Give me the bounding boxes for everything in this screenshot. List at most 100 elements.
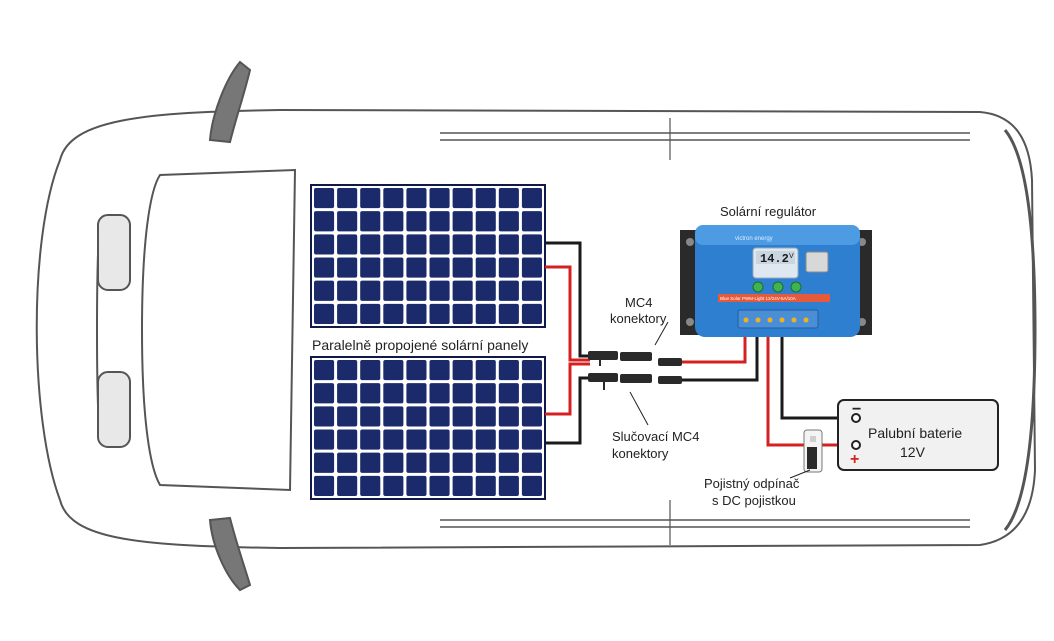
solar-cell xyxy=(429,429,450,450)
solar-cell xyxy=(521,406,542,427)
solar-cell xyxy=(360,234,381,255)
solar-cell xyxy=(314,360,335,381)
solar-cell xyxy=(475,211,496,232)
solar-cell xyxy=(498,257,519,278)
solar-cell xyxy=(383,383,404,404)
solar-cell xyxy=(475,360,496,381)
solar-cell xyxy=(475,475,496,496)
solar-cell xyxy=(406,452,427,473)
panels-label: Paralelně propojené solární panely xyxy=(312,337,528,353)
wire-negative-top xyxy=(545,241,590,358)
solar-cell xyxy=(452,429,473,450)
solar-cell xyxy=(521,234,542,255)
mc4-label-line1: MC4 xyxy=(625,295,652,310)
solar-cell xyxy=(429,234,450,255)
solar-cell xyxy=(337,234,358,255)
solar-cell xyxy=(452,452,473,473)
battery-label-line1: Palubní baterie xyxy=(868,425,962,441)
breaker-label-line1: Pojistný odpínač xyxy=(704,476,800,491)
solar-cell xyxy=(360,383,381,404)
solar-cell xyxy=(452,234,473,255)
solar-cell xyxy=(498,475,519,496)
solar-cell xyxy=(452,406,473,427)
solar-cell xyxy=(383,452,404,473)
solar-cell xyxy=(429,360,450,381)
solar-cell xyxy=(360,475,381,496)
solar-cell xyxy=(383,280,404,301)
solar-cell xyxy=(314,211,335,232)
solar-cell xyxy=(383,360,404,381)
solar-cell xyxy=(406,406,427,427)
solar-cell xyxy=(337,452,358,473)
solar-panel-frame xyxy=(310,356,546,500)
solar-cell xyxy=(475,188,496,209)
solar-cell xyxy=(475,429,496,450)
solar-cell xyxy=(360,360,381,381)
battery-positive-symbol: + xyxy=(850,451,859,468)
solar-cell xyxy=(406,211,427,232)
breaker-icon xyxy=(803,429,823,473)
solar-cell xyxy=(452,188,473,209)
wire-negative-run xyxy=(680,336,759,382)
solar-cell xyxy=(360,280,381,301)
solar-cell xyxy=(337,383,358,404)
solar-cell xyxy=(452,280,473,301)
solar-cell xyxy=(360,303,381,324)
solar-cell xyxy=(337,406,358,427)
solar-cell xyxy=(498,406,519,427)
solar-cell xyxy=(452,360,473,381)
leader-lines xyxy=(629,321,811,479)
solar-cell xyxy=(314,406,335,427)
solar-cell xyxy=(498,303,519,324)
solar-cell xyxy=(337,188,358,209)
solar-cell xyxy=(521,303,542,324)
solar-cell xyxy=(360,406,381,427)
solar-cell xyxy=(498,452,519,473)
solar-cell xyxy=(314,383,335,404)
solar-cell xyxy=(521,429,542,450)
wire-negative-bottom xyxy=(545,376,590,445)
solar-cell xyxy=(498,211,519,232)
solar-cell xyxy=(452,383,473,404)
solar-cell xyxy=(406,360,427,381)
wire-negative-battery xyxy=(780,336,852,420)
wire-positive-bottom xyxy=(545,362,590,416)
solar-cell xyxy=(314,257,335,278)
solar-cell xyxy=(475,383,496,404)
solar-cell xyxy=(406,383,427,404)
solar-cell xyxy=(406,303,427,324)
solar-cell xyxy=(429,211,450,232)
solar-cell xyxy=(521,257,542,278)
solar-cell xyxy=(383,303,404,324)
solar-cell xyxy=(452,475,473,496)
solar-cell xyxy=(498,234,519,255)
solar-cell xyxy=(475,280,496,301)
solar-cell xyxy=(498,360,519,381)
controller-model: Blue Solar PWM-Light 12/24V-5A/10A xyxy=(720,296,796,301)
solar-cell xyxy=(383,406,404,427)
wire-positive-battery xyxy=(766,336,810,447)
solar-cell xyxy=(429,475,450,496)
solar-cell xyxy=(383,234,404,255)
solar-cell xyxy=(452,257,473,278)
solar-cell xyxy=(360,211,381,232)
combiner-label-line1: Slučovací MC4 xyxy=(612,429,699,444)
solar-cell xyxy=(314,303,335,324)
solar-cell xyxy=(337,360,358,381)
solar-cell xyxy=(314,429,335,450)
solar-cell xyxy=(429,188,450,209)
mc4-label-line2: konektory xyxy=(610,311,667,326)
solar-cell xyxy=(383,475,404,496)
solar-cell xyxy=(337,303,358,324)
solar-cell xyxy=(360,429,381,450)
solar-cell xyxy=(406,280,427,301)
solar-cell xyxy=(383,429,404,450)
solar-cell xyxy=(429,406,450,427)
solar-cell xyxy=(429,452,450,473)
solar-cell xyxy=(314,234,335,255)
solar-cell xyxy=(498,280,519,301)
battery-icon: − + xyxy=(837,399,999,471)
wire-positive-run xyxy=(680,336,747,364)
controller-label: Solární regulátor xyxy=(720,204,817,219)
solar-panel-icon xyxy=(310,184,546,328)
